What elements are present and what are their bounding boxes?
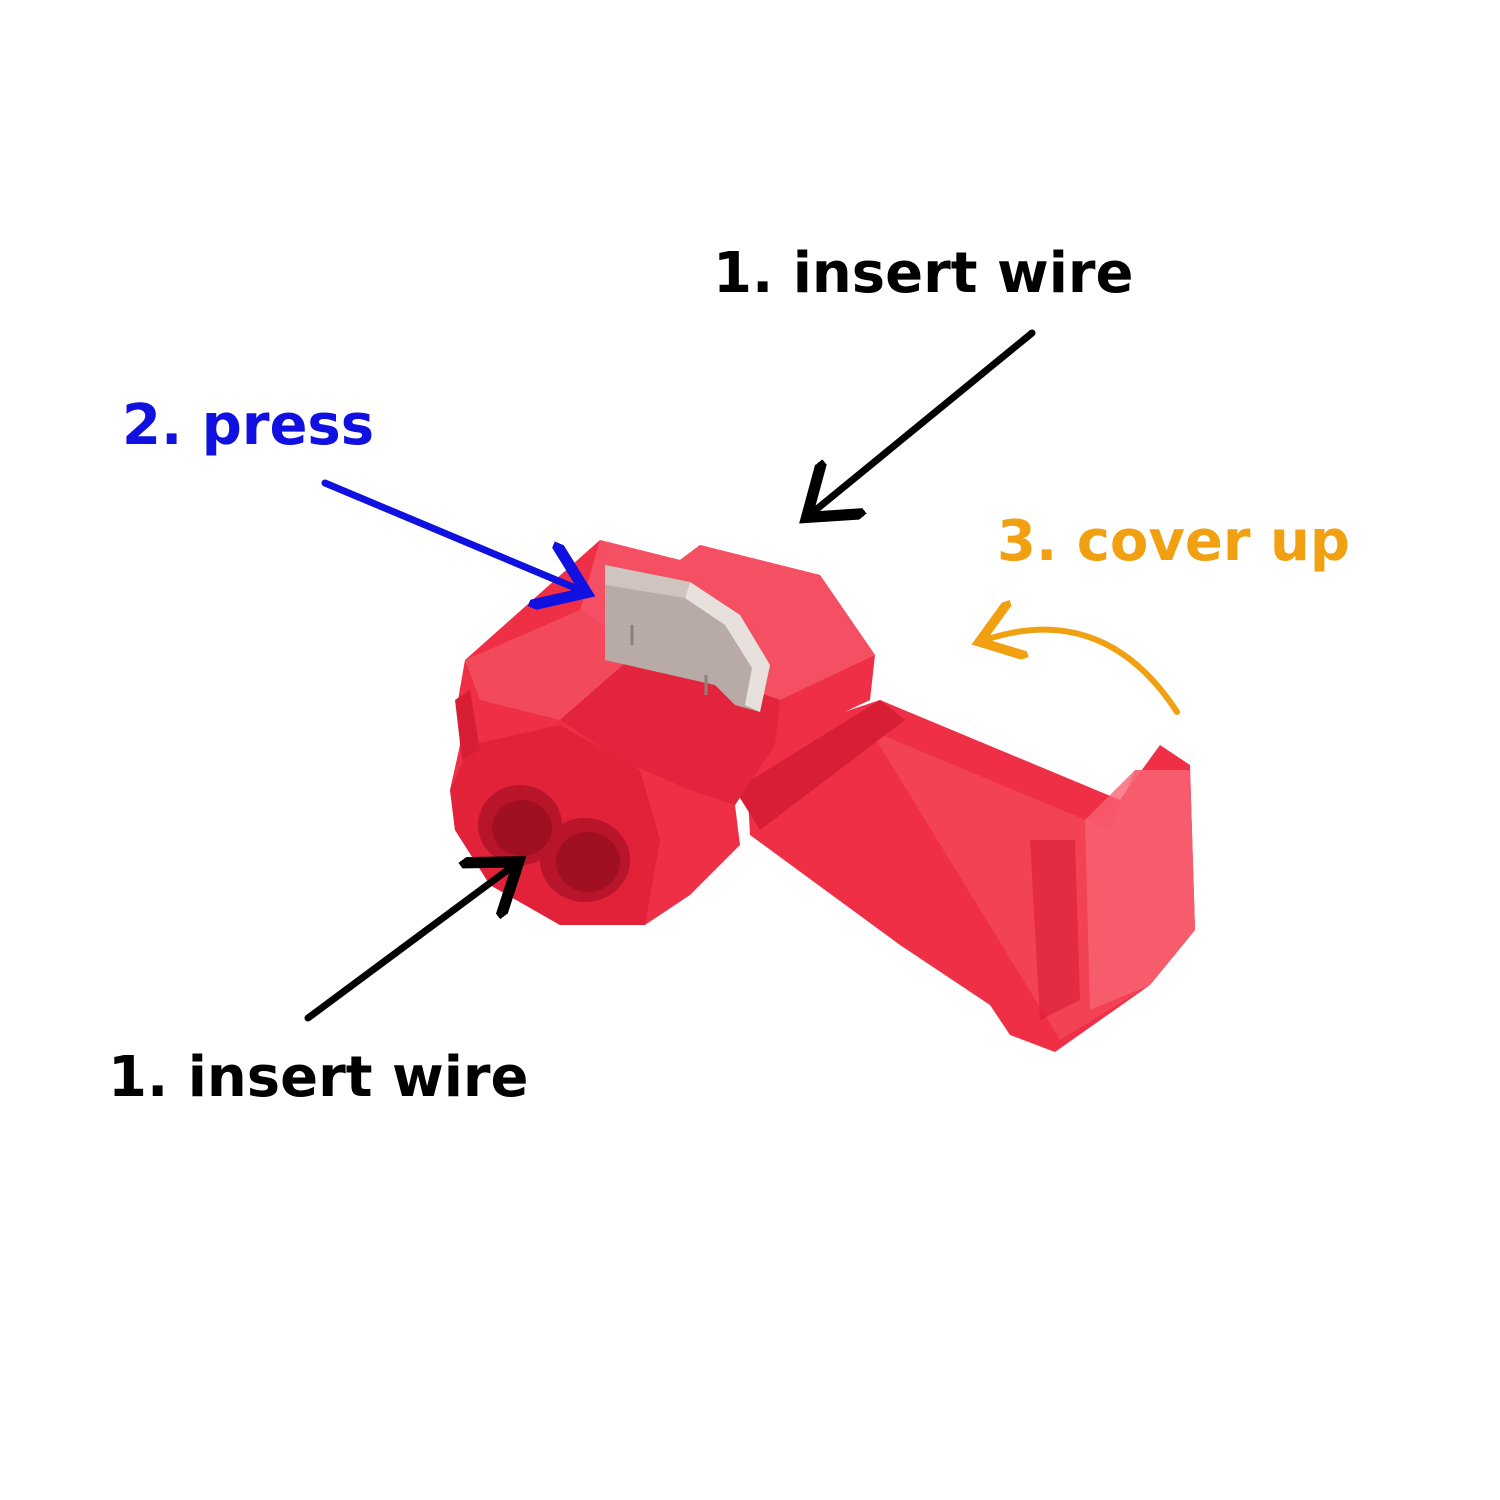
label-step2-press: 2. press	[122, 393, 375, 458]
blade-icon	[605, 565, 770, 712]
arrow-step1-bottom	[304, 866, 513, 1022]
label-step3-cover-up: 3. cover up	[997, 509, 1350, 574]
arrow-step1-top	[812, 329, 1036, 513]
label-step1-top: 1. insert wire	[713, 241, 1134, 306]
label-step1-bottom: 1. insert wire	[108, 1045, 529, 1110]
arrow-step3	[985, 630, 1180, 715]
arrow-step2	[321, 479, 580, 590]
connector-icon	[450, 540, 1195, 1052]
